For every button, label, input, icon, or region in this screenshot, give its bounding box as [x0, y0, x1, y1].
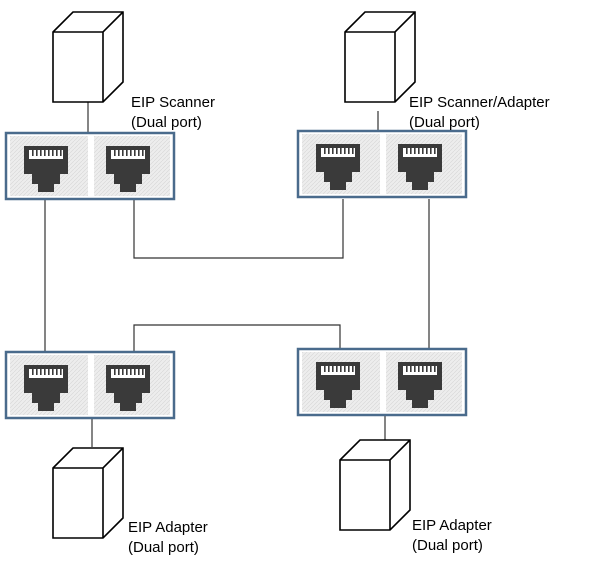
link-adapterleft-to-adapterright [133, 324, 341, 352]
label-line1: EIP Scanner [131, 94, 215, 111]
label-adapter-left: EIP Adapter (Dual port) [128, 519, 208, 556]
device-box-icon [52, 447, 124, 539]
device-box-icon [344, 11, 416, 103]
label-line1: EIP Adapter [128, 519, 208, 536]
port-module-scanner [4, 131, 176, 201]
device-box-icon [52, 11, 124, 103]
device-box-icon [339, 439, 411, 531]
label-line2: (Dual port) [128, 539, 199, 556]
label-line2: (Dual port) [409, 114, 480, 131]
label-line1: EIP Adapter [412, 517, 492, 534]
connections [44, 102, 430, 447]
label-line2: (Dual port) [131, 114, 202, 131]
port-module-adapter-right [296, 347, 468, 417]
label-line2: (Dual port) [412, 537, 483, 554]
label-scanner: EIP Scanner (Dual port) [131, 94, 215, 131]
label-scanner-adapter: EIP Scanner/Adapter (Dual port) [409, 94, 550, 131]
link-scanner-to-scanneradapter [133, 197, 344, 259]
label-adapter-right: EIP Adapter (Dual port) [412, 517, 492, 554]
label-line1: EIP Scanner/Adapter [409, 94, 550, 111]
port-module-scanner-adapter [296, 129, 468, 199]
port-module-adapter-left [4, 350, 176, 420]
